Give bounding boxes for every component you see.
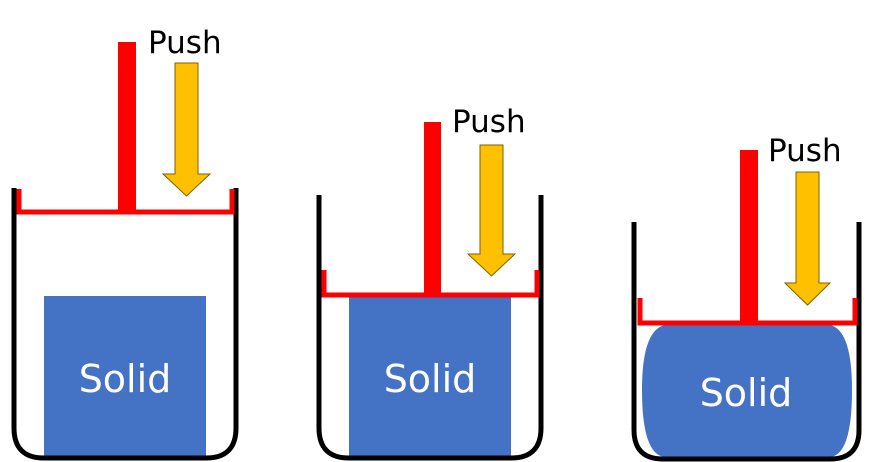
stage-1: Solid Push <box>11 25 239 461</box>
solid-deformed-block <box>642 325 852 457</box>
push-label: Push <box>148 25 222 61</box>
solid-label: Solid <box>384 357 477 401</box>
solid-block <box>349 297 511 456</box>
down-arrow-icon <box>161 62 212 197</box>
push-label: Push <box>768 133 842 169</box>
piston-rod <box>118 42 136 214</box>
down-arrow-icon <box>783 171 832 306</box>
piston-rod <box>740 150 758 325</box>
piston-rod <box>424 122 441 297</box>
down-arrow-icon <box>466 144 517 277</box>
stage-3: Solid Push <box>631 133 862 462</box>
solid-block <box>44 296 206 456</box>
solid-label: Solid <box>700 371 793 415</box>
container <box>316 195 544 461</box>
container <box>631 222 862 462</box>
stage-2: Solid Push <box>316 104 544 461</box>
push-label: Push <box>452 104 526 140</box>
solid-label: Solid <box>79 357 172 401</box>
container <box>11 188 239 461</box>
